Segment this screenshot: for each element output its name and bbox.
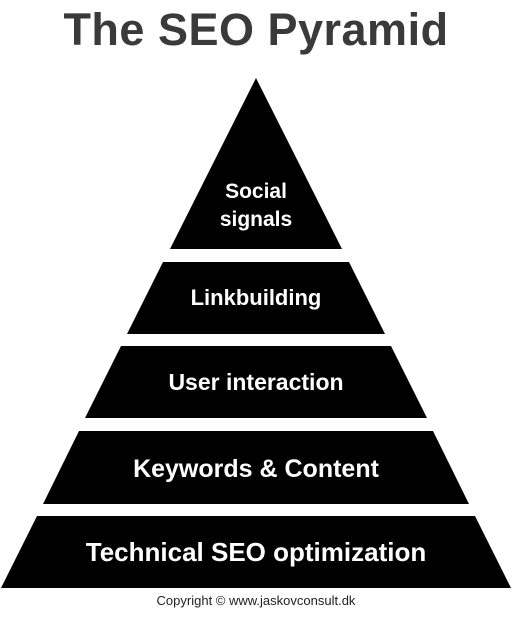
tier-shape <box>85 346 427 418</box>
tier-label-line: Social <box>225 180 287 203</box>
tier-label-line: signals <box>220 208 292 231</box>
tier-social-signals: Social signals <box>170 78 342 249</box>
tier-linkbuilding: Linkbuilding <box>127 262 385 334</box>
tier-shape <box>43 431 469 504</box>
tier-user-interaction: User interaction <box>85 346 427 418</box>
tier-shape <box>1 516 511 588</box>
diagram-title: The SEO Pyramid <box>63 4 449 55</box>
tier-label-line: User interaction <box>168 369 343 395</box>
tier-technical-seo: Technical SEO optimization <box>1 516 511 588</box>
tier-label-line: Keywords & Content <box>133 455 380 483</box>
tier-shape <box>127 262 385 334</box>
copyright-footer: Copyright © www.jaskovconsult.dk <box>156 593 356 608</box>
tier-shape <box>170 78 342 249</box>
tier-keywords-content: Keywords & Content <box>43 431 469 504</box>
tier-label-line: Linkbuilding <box>191 285 322 310</box>
tier-label-line: Technical SEO optimization <box>86 537 426 567</box>
